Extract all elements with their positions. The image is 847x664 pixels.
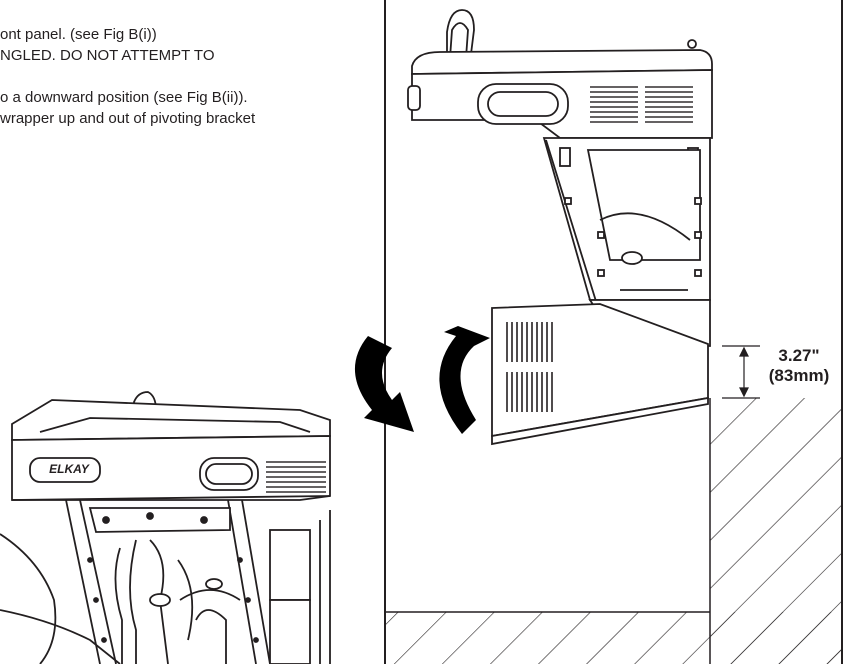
instruction-text: ont panel. (see Fig B(i)) NGLED. DO NOT … (0, 24, 255, 129)
rotate-arrow-icon (354, 326, 490, 434)
dimension-label: 3.27" (83mm) (756, 346, 842, 386)
dimension-mm: (83mm) (768, 366, 830, 385)
front-view-cooler (0, 391, 331, 664)
brand-logo: ELKAY (49, 462, 89, 476)
dimension-inches: 3.27" (778, 346, 820, 365)
pivoting-wrapper (491, 303, 709, 446)
instruction-line: o a downward position (see Fig B(ii)). (0, 89, 248, 106)
instruction-line: ont panel. (see Fig B(i)) (0, 26, 157, 43)
side-view-cooler (407, 9, 713, 347)
instruction-line: NGLED. DO NOT ATTEMPT TO (0, 47, 215, 64)
instruction-line: wrapper up and out of pivoting bracket (0, 110, 256, 127)
wall (386, 398, 841, 664)
dimension-marker (722, 345, 760, 399)
figure-frame (384, 0, 843, 664)
